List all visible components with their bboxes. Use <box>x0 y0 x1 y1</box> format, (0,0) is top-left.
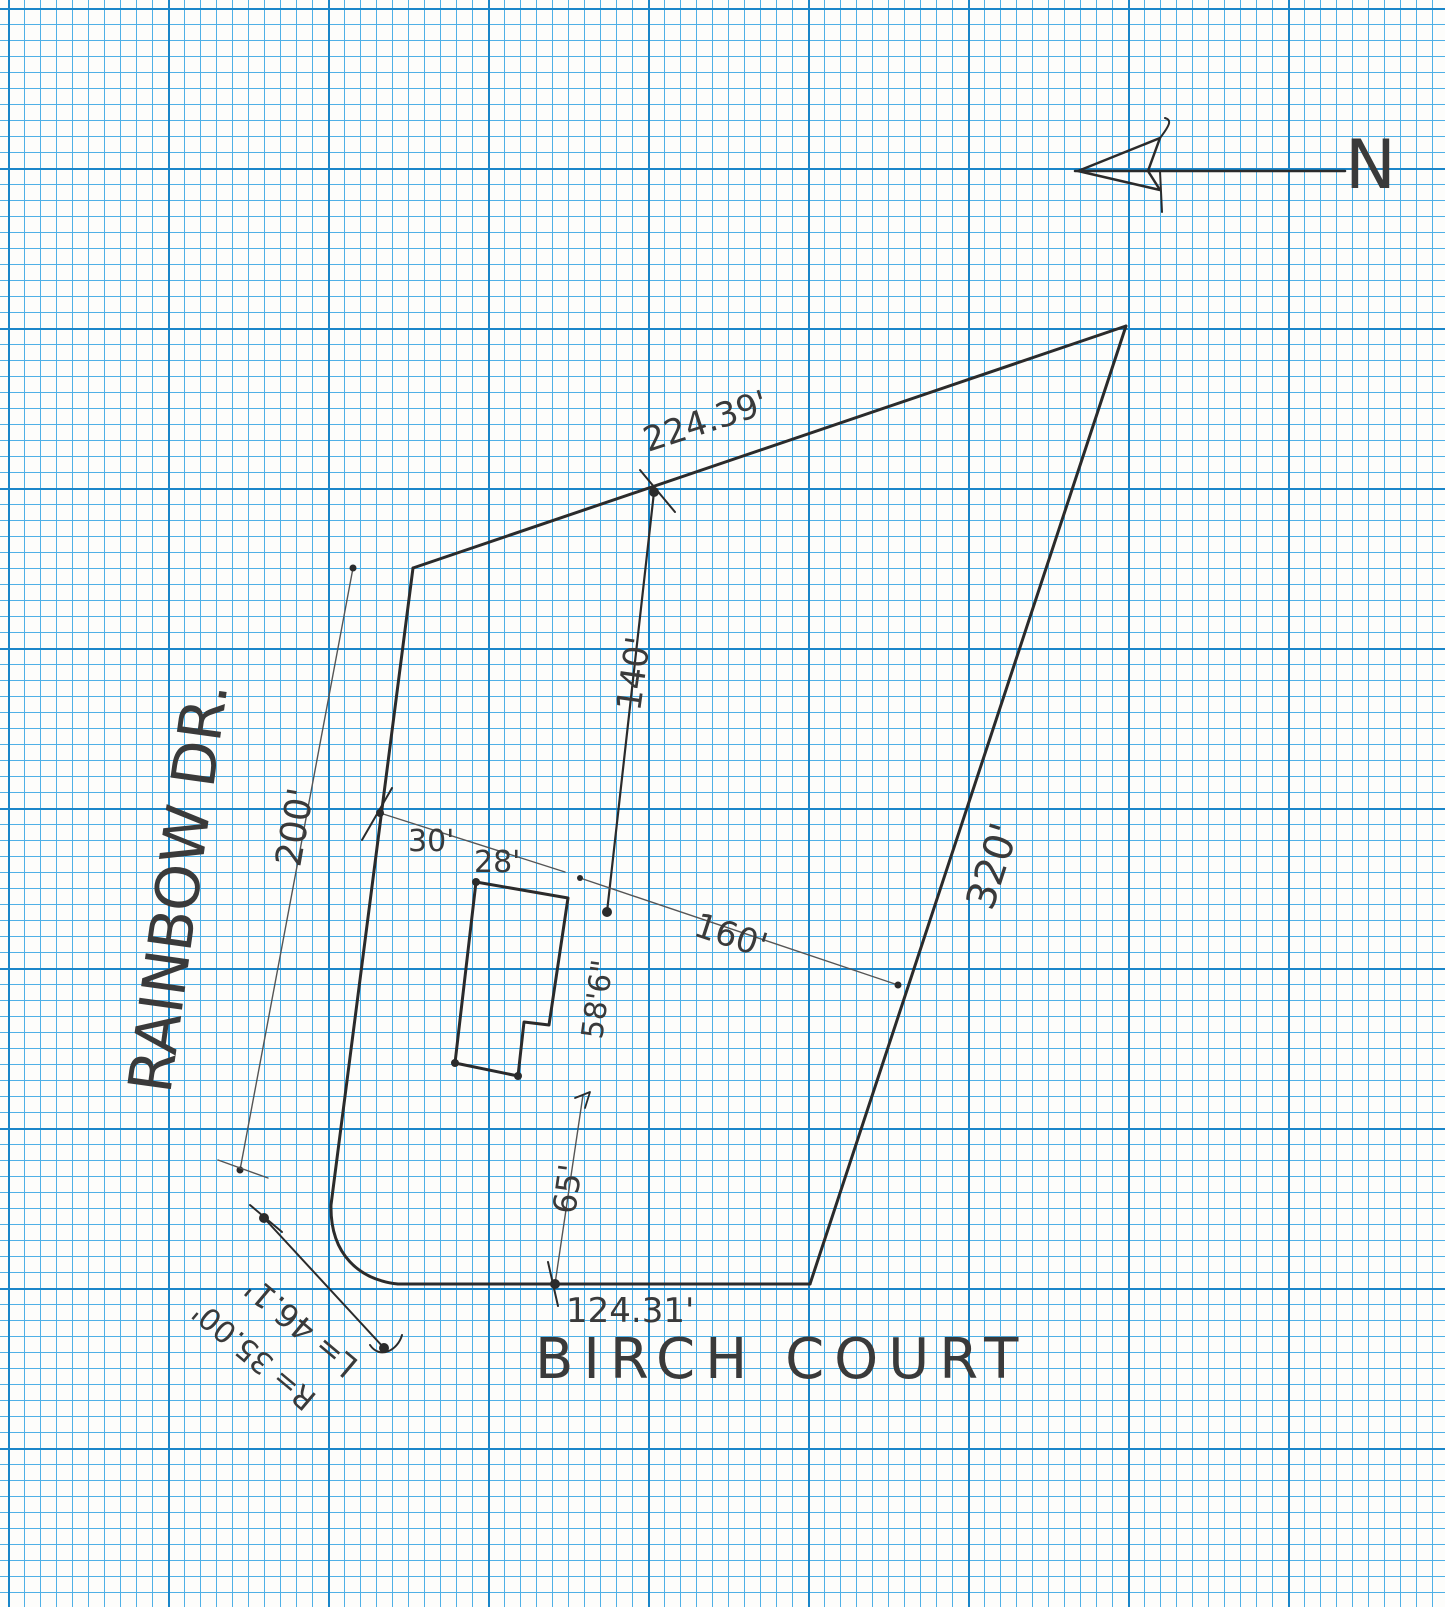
dimension-line-east-setback <box>577 875 902 989</box>
dimension-line-south-setback <box>547 1091 591 1307</box>
south-line-dimension: 124.31' <box>566 1291 694 1331</box>
east-line-dimension: 320' <box>958 818 1029 915</box>
dimension-line-curve <box>249 1204 403 1354</box>
east-setback-dimension: 160' <box>689 906 772 967</box>
dimension-line-north-setback <box>602 469 676 917</box>
front-setback-dimension: 30' <box>408 824 454 859</box>
north-setback-dimension: 140' <box>609 634 659 713</box>
north-arrow-icon <box>1073 117 1347 213</box>
south-setback-dimension: 65' <box>545 1162 590 1216</box>
north-line-dimension: 224.39' <box>638 383 772 461</box>
house-footprint <box>453 880 570 1078</box>
dimension-line-west <box>217 564 357 1179</box>
house-depth-dimension: 58'6" <box>575 958 621 1041</box>
north-label: N <box>1345 126 1396 205</box>
lot-boundary <box>329 324 1128 1286</box>
dimension-line-front-setback <box>361 787 566 873</box>
west-line-dimension: 200' <box>268 785 322 870</box>
side-setback-dimension: 28' <box>474 845 520 880</box>
street-name-rainbow-dr: RAINBOW DR. <box>116 678 243 1097</box>
street-name-birch-court: BIRCH COURT <box>535 1327 1028 1392</box>
